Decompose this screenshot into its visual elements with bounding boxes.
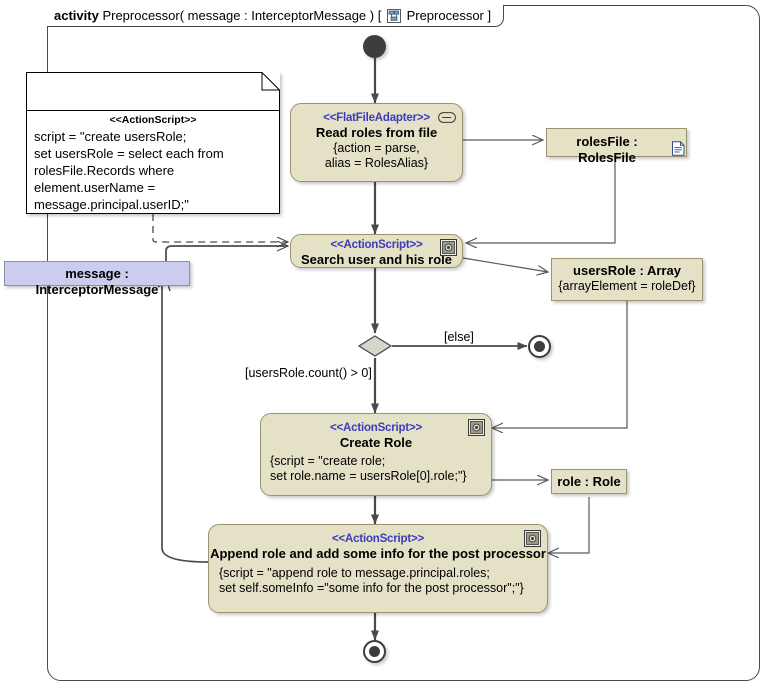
create-role-prop-1: {script = "create role; xyxy=(270,454,386,468)
frame-keyword: activity xyxy=(54,8,99,23)
message-label: message : InterceptorMessage xyxy=(35,266,159,297)
roles-file-label: rolesFile : RolesFile xyxy=(576,134,638,165)
read-roles-title: Read roles from file xyxy=(315,125,438,140)
activity-diagram-icon xyxy=(386,9,401,27)
object-users-role[interactable]: usersRole : Array {arrayElement = roleDe… xyxy=(551,258,703,301)
frame-close-bracket: ] xyxy=(487,8,492,23)
role-label: role : Role xyxy=(557,474,621,489)
create-role-prop-2: set role.name = usersRole[0].role;"} xyxy=(270,469,467,483)
read-roles-prop-2: alias = RolesAlias} xyxy=(324,156,429,170)
decision-diamond xyxy=(357,335,393,357)
append-role-prop-2: set self.someInfo ="some info for the po… xyxy=(219,581,524,595)
action-script-note: <<ActionScript>> script = "create usersR… xyxy=(26,72,280,214)
gear-icon xyxy=(468,419,485,441)
guard-users-role-count: [usersRole.count() > 0] xyxy=(245,366,372,380)
object-roles-file[interactable]: rolesFile : RolesFile xyxy=(546,128,687,165)
object-message[interactable]: message : InterceptorMessage xyxy=(4,261,190,297)
note-stereotype: <<ActionScript>> xyxy=(109,114,197,126)
initial-node xyxy=(363,35,386,58)
search-user-stereotype: <<ActionScript>> xyxy=(330,239,423,251)
guard-else: [else] xyxy=(444,330,474,344)
create-role-stereotype: <<ActionScript>> xyxy=(329,422,423,434)
append-role-title: Append role and add some info for the po… xyxy=(210,546,546,561)
note-divider xyxy=(27,110,279,111)
read-roles-prop-1: {action = parse, xyxy=(333,141,420,155)
action-read-roles-from-file[interactable]: <<FlatFileAdapter>> Read roles from file… xyxy=(290,103,463,182)
pin-oval-icon xyxy=(438,110,456,128)
frame-context-label: Preprocessor xyxy=(406,8,484,23)
action-append-role[interactable]: <<ActionScript>> Append role and add som… xyxy=(208,524,548,613)
append-role-prop-1: {script = "append role to message.princi… xyxy=(219,566,490,580)
activity-final-node-else xyxy=(528,335,551,358)
object-role[interactable]: role : Role xyxy=(551,469,627,494)
gear-icon xyxy=(440,239,457,261)
action-search-user-and-his-role[interactable]: <<ActionScript>> Search user and his rol… xyxy=(290,234,463,268)
users-role-label: usersRole : Array xyxy=(573,263,681,278)
activity-frame-title: activity Preprocessor( message : Interce… xyxy=(47,5,505,27)
activity-final-node-end xyxy=(363,640,386,663)
frame-signature: Preprocessor( message : InterceptorMessa… xyxy=(102,8,382,23)
search-user-title: Search user and his role xyxy=(300,252,452,267)
note-shape xyxy=(26,72,280,214)
document-icon xyxy=(671,140,686,160)
users-role-props: {arrayElement = roleDef} xyxy=(558,279,696,293)
note-body: script = "create usersRole; set usersRol… xyxy=(34,129,224,212)
append-role-stereotype: <<ActionScript>> xyxy=(331,533,425,545)
action-create-role[interactable]: <<ActionScript>> Create Role {script = "… xyxy=(260,413,492,496)
read-roles-stereotype: <<FlatFileAdapter>> xyxy=(323,112,430,124)
create-role-title: Create Role xyxy=(339,435,413,450)
gear-icon xyxy=(524,530,541,552)
